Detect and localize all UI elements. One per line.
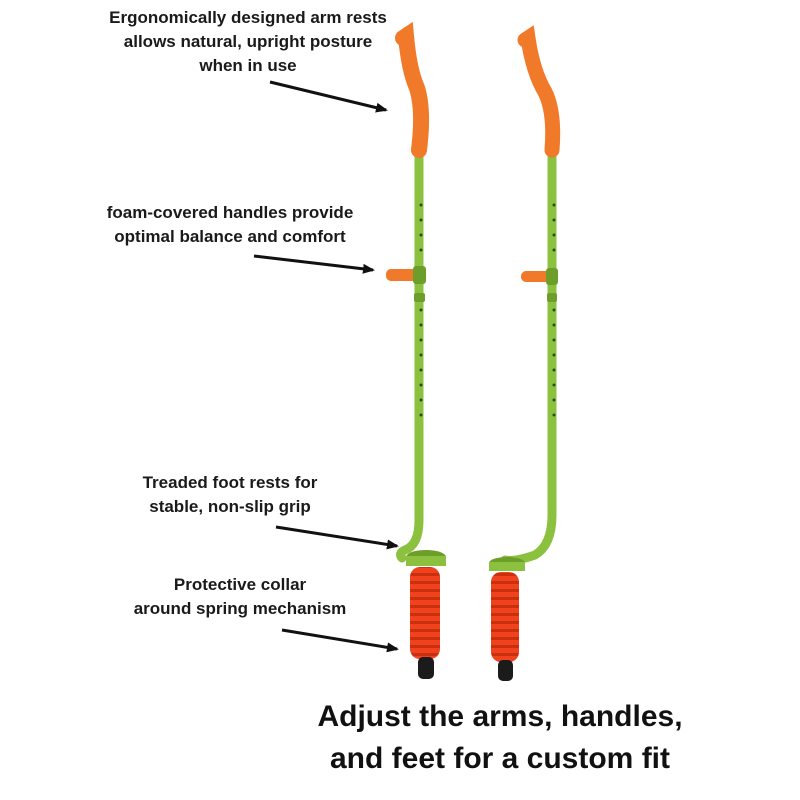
callout-line: stable, non-slip grip: [149, 497, 311, 516]
callout-line: optimal balance and comfort: [114, 227, 346, 246]
caption-line: and feet for a custom fit: [329, 742, 671, 775]
callout-line: allows natural, upright posture: [123, 32, 373, 51]
collar-callout: Protective collar around spring mechanis…: [110, 573, 370, 621]
callout-line: around spring mechanism: [133, 599, 347, 618]
left-handle: [386, 269, 420, 281]
callout-line: Ergonomically designed arm rests: [109, 8, 387, 27]
arm-rests-callout: Ergonomically designed arm rests allows …: [78, 6, 418, 78]
caption-line: Adjust the arms, handles,: [317, 700, 683, 733]
right-clamp-lower: [547, 293, 557, 302]
right-handle: [521, 271, 553, 282]
callout-line: when in use: [199, 56, 297, 75]
right-pole: [500, 145, 557, 565]
foot-rests-callout: Treaded foot rests for stable, non-slip …: [120, 471, 340, 519]
left-handle-clamp: [413, 266, 426, 284]
right-stilt: [489, 25, 561, 681]
left-rubber-tip: [418, 657, 434, 679]
handles-callout: foam-covered handles provide optimal bal…: [80, 201, 380, 249]
right-rubber-tip: [498, 660, 513, 681]
right-handle-clamp: [546, 268, 558, 285]
foot-rests-arrow: [275, 525, 399, 550]
right-spring-collar: [491, 572, 519, 662]
caption: Adjust the arms, handles, and feet for a…: [270, 696, 730, 780]
callout-line: Treaded foot rests for: [142, 473, 318, 492]
handles-arrow: [253, 254, 375, 274]
left-stilt: [386, 21, 446, 679]
arm-rests-arrow: [269, 80, 388, 113]
left-pole: [396, 145, 424, 563]
left-arm-rest: [395, 21, 430, 158]
callout-line: foam-covered handles provide: [106, 203, 354, 222]
left-spring-collar: [410, 567, 440, 659]
callout-line: Protective collar: [173, 575, 307, 594]
right-arm-rest: [517, 25, 561, 158]
left-clamp-lower: [414, 293, 425, 302]
collar-arrow: [281, 628, 399, 653]
